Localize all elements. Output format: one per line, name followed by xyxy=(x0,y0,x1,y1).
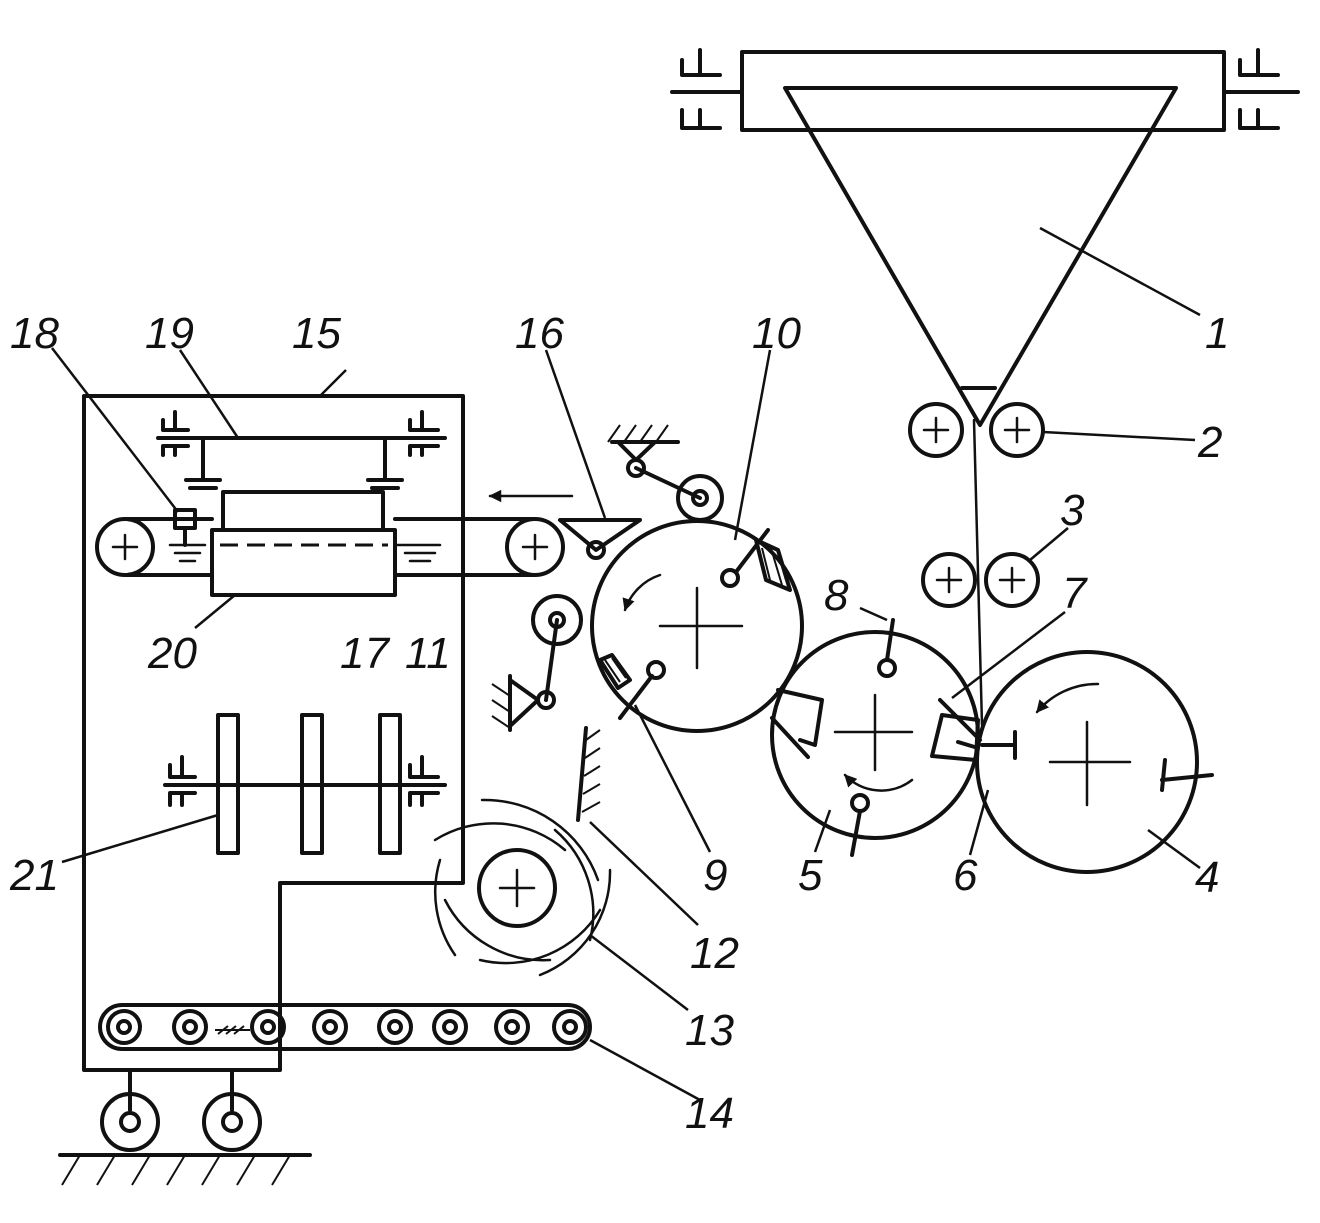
label-16: 16 xyxy=(515,309,564,358)
part-labels: 1 2 3 4 5 6 7 8 9 10 11 12 13 14 15 16 1… xyxy=(9,309,1229,1138)
pull-rollers-3 xyxy=(921,552,1040,608)
ejector-wheel-13 xyxy=(433,798,612,977)
frame-15 xyxy=(82,394,465,1072)
chain-conveyor-14 xyxy=(98,1003,592,1051)
label-19: 19 xyxy=(145,309,194,358)
leader-lines xyxy=(51,226,1201,1102)
label-3: 3 xyxy=(1060,486,1085,535)
deflector-12 xyxy=(576,726,601,822)
drum-5 xyxy=(770,618,1017,857)
label-6: 6 xyxy=(953,851,978,900)
label-18: 18 xyxy=(10,309,59,358)
shaft-19 xyxy=(156,410,447,490)
upper-pressure-roller xyxy=(607,424,724,522)
label-5: 5 xyxy=(798,851,823,900)
label-21: 21 xyxy=(9,851,59,900)
press-20 xyxy=(168,490,442,597)
lower-pressure-roller xyxy=(491,594,583,732)
label-14: 14 xyxy=(685,1089,734,1138)
carriage-wheels xyxy=(58,1068,312,1186)
label-8: 8 xyxy=(824,571,849,620)
web-line xyxy=(972,418,984,727)
label-15: 15 xyxy=(292,309,341,358)
label-9: 9 xyxy=(703,851,727,900)
feed-rollers-2 xyxy=(908,402,1045,458)
label-7: 7 xyxy=(1062,569,1088,618)
label-12: 12 xyxy=(690,929,739,978)
label-2: 2 xyxy=(1197,418,1222,467)
label-4: 4 xyxy=(1195,853,1219,902)
label-1: 1 xyxy=(1205,309,1229,358)
label-11: 11 xyxy=(405,629,451,678)
label-20: 20 xyxy=(147,629,197,678)
label-13: 13 xyxy=(685,1006,734,1055)
label-17: 17 xyxy=(340,629,390,678)
hopper xyxy=(670,48,1300,427)
shaft-21 xyxy=(163,713,447,855)
belt-conveyor-18 xyxy=(95,508,565,577)
label-10: 10 xyxy=(752,309,801,358)
guide-16 xyxy=(488,489,642,560)
drum-4 xyxy=(975,650,1214,874)
drum-10 xyxy=(590,519,804,733)
